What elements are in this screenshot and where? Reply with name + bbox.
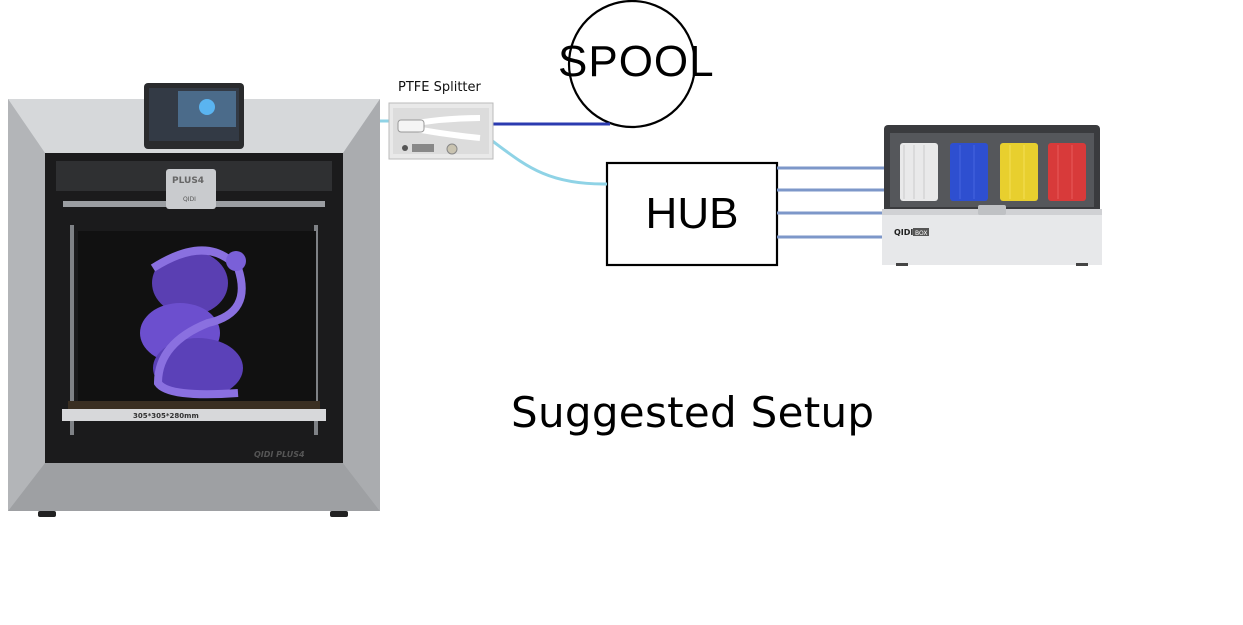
box-brand-text: QIDI: [894, 228, 913, 237]
splitter-to-hub-tube: [479, 130, 608, 186]
printer-head-brand-text: QIDI: [183, 196, 196, 203]
spool-circle: [567, 0, 697, 129]
hub-label: HUB: [645, 189, 739, 238]
hub-box: [605, 161, 779, 267]
printer-footer-text: QIDI PLUS4: [254, 450, 305, 459]
spool-label: SPOOL: [558, 37, 715, 86]
qidi-plus4-printer-image: PLUS4 QIDI 305*305*280mm QIDI PLUS4: [8, 83, 380, 519]
spool-white: [900, 143, 938, 201]
bed-size-text: 305*305*280mm: [133, 412, 199, 420]
printer-model-text: PLUS4: [172, 176, 204, 186]
spool-red: [1048, 143, 1086, 201]
spool-yellow: [1000, 143, 1038, 201]
qidi-box-image: QIDI BOX: [880, 125, 1104, 267]
suggested-setup-caption: Suggested Setup: [511, 388, 875, 437]
ptfe-splitter-image: [388, 102, 494, 160]
box-badge-text: BOX: [915, 230, 927, 237]
ptfe-splitter-label: PTFE Splitter: [398, 80, 481, 95]
spool-blue: [950, 143, 988, 201]
